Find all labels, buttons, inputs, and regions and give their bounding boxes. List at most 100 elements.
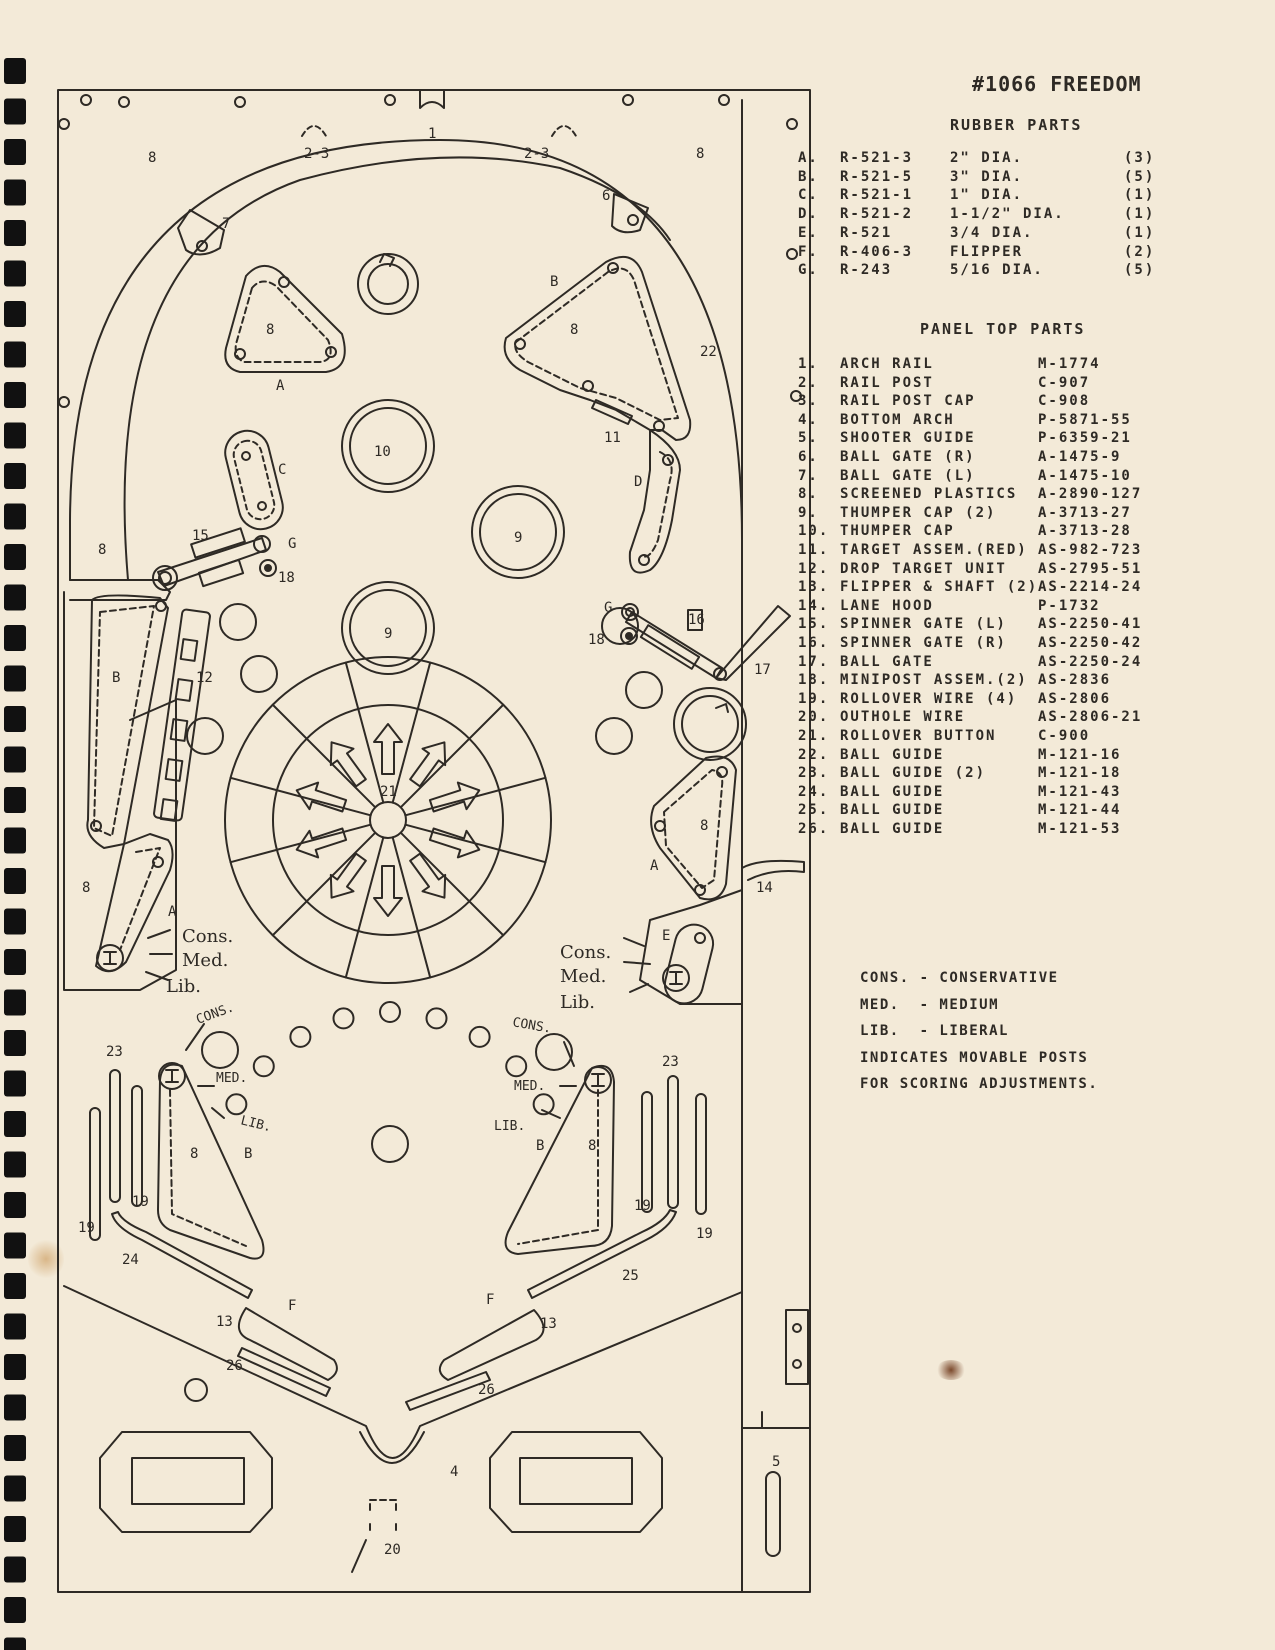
binding-ring <box>4 139 26 165</box>
drop-targets <box>159 638 199 822</box>
screw-hole <box>118 96 130 108</box>
panel-part-row: 15.SPINNER GATE (L)AS-2250-41 <box>798 616 1218 635</box>
ball-gate-right <box>611 193 649 234</box>
ball-guide-26-right <box>405 1371 491 1411</box>
wheel-spoke <box>399 831 505 937</box>
panel-part-num: 6. <box>798 449 819 465</box>
binding-ring <box>4 706 26 732</box>
target-11 <box>591 399 633 425</box>
panel-part-name: BALL GUIDE <box>840 746 945 763</box>
lbl-G: G <box>604 600 612 616</box>
panel-part-num: 1. <box>798 356 819 372</box>
movable-post-ll <box>158 1062 186 1090</box>
rubber-qty: (1) <box>1124 187 1156 204</box>
panel-part-row: 13.FLIPPER & SHAFT (2)AS-2214-24 <box>798 579 1218 598</box>
wheel-spoke <box>271 703 377 809</box>
wheel-arrow <box>409 852 447 899</box>
lbl-B: B <box>244 1146 252 1162</box>
spinner-gate-right <box>625 611 723 679</box>
ball-guide-26-left <box>237 1347 331 1397</box>
rubber-part-number: R-521 <box>840 224 893 241</box>
left-outlane-box <box>63 591 177 991</box>
panel-part-name: SHOOTER GUIDE <box>840 430 976 447</box>
ball-guide-24 <box>111 1211 253 1299</box>
lbl-med-small: MED. <box>216 1071 247 1086</box>
binding-ring <box>4 58 26 84</box>
panel-part-num: 10. <box>798 523 830 540</box>
upper-post <box>357 253 419 315</box>
upper-left-plastic <box>224 265 346 373</box>
lbl-19: 19 <box>132 1194 149 1210</box>
panel-part-number: AS-982-723 <box>1038 542 1143 558</box>
binding-ring <box>4 301 26 327</box>
wheel-spoke <box>391 836 432 979</box>
panel-part-row: 7.BALL GATE (L)A-1475-10 <box>798 468 1218 487</box>
panel-part-num: 5. <box>798 430 819 447</box>
legend-line: CONS. - CONSERVATIVE <box>860 970 1059 986</box>
drop-target <box>164 758 184 782</box>
panel-part-name: RAIL POST <box>840 374 934 391</box>
binding-ring <box>4 1232 26 1259</box>
panel-part-num: 12. <box>798 560 830 577</box>
panel-part-number: M-1774 <box>1038 356 1101 372</box>
panel-part-name: TARGET ASSEM.(RED) <box>840 542 1028 558</box>
panel-part-number: AS-2250-42 <box>1038 635 1143 651</box>
rubber-key: E. <box>798 224 819 241</box>
rubber-key: C. <box>798 187 819 204</box>
panel-part-number: P-1732 <box>1038 597 1101 614</box>
panel-part-name: BALL GUIDE (2) <box>840 765 987 782</box>
binding-ring <box>4 1111 26 1137</box>
wheel-arrow <box>428 781 481 813</box>
wheel-spoke <box>399 703 505 809</box>
panel-part-row: 5. SHOOTER GUIDE P-6359-21 <box>798 430 1218 449</box>
lbl-9: 9 <box>384 626 392 642</box>
rubber-qty: (1) <box>1124 224 1156 241</box>
wheel-spoke <box>344 836 385 979</box>
movable-post-left <box>96 944 124 972</box>
panel-part-number: P-6359-21 <box>1038 430 1132 447</box>
panel-part-num: 15. <box>798 616 830 633</box>
panel-part-num: 3. <box>798 393 819 410</box>
screw-hole <box>58 118 70 130</box>
binding-ring <box>4 787 26 813</box>
lbl-B: B <box>550 274 558 290</box>
right-flipper <box>438 1309 545 1381</box>
rollover-light <box>225 1093 248 1116</box>
wheel-arrow <box>373 723 403 775</box>
rubber-qty: (3) <box>1124 150 1156 166</box>
legend-line: MED. - MEDIUM <box>860 996 1000 1013</box>
rubber-desc: FLIPPER <box>950 243 1024 260</box>
left-flipper <box>238 1307 338 1381</box>
binding-ring <box>4 1192 26 1218</box>
guide-c <box>224 429 284 531</box>
binding-ring <box>4 665 26 692</box>
lbl-19: 19 <box>696 1226 713 1242</box>
wheel-arrow <box>295 827 348 859</box>
panel-part-number: AS-2795-51 <box>1038 560 1143 577</box>
binding-ring <box>4 463 26 489</box>
panel-part-num: 21. <box>798 728 830 744</box>
panel-part-name: LANE HOOD <box>840 597 934 614</box>
panel-part-num: 24. <box>798 783 830 800</box>
lbl-4: 4 <box>450 1464 458 1480</box>
binding-ring <box>4 382 26 408</box>
lbl-8: 8 <box>148 150 156 166</box>
lbl-8: 8 <box>696 146 704 162</box>
binding-ring <box>4 1637 26 1650</box>
lbl-med: Med. <box>560 966 606 987</box>
binding-ring <box>4 908 26 935</box>
panel-part-num: 22. <box>798 746 830 763</box>
lbl-8: 8 <box>266 322 274 338</box>
panel-part-num: 2. <box>798 374 819 391</box>
lbl-D: D <box>634 474 642 490</box>
panel-part-name: THUMPER CAP (2) <box>840 504 997 521</box>
panel-part-number: P-5871-55 <box>1038 411 1132 428</box>
